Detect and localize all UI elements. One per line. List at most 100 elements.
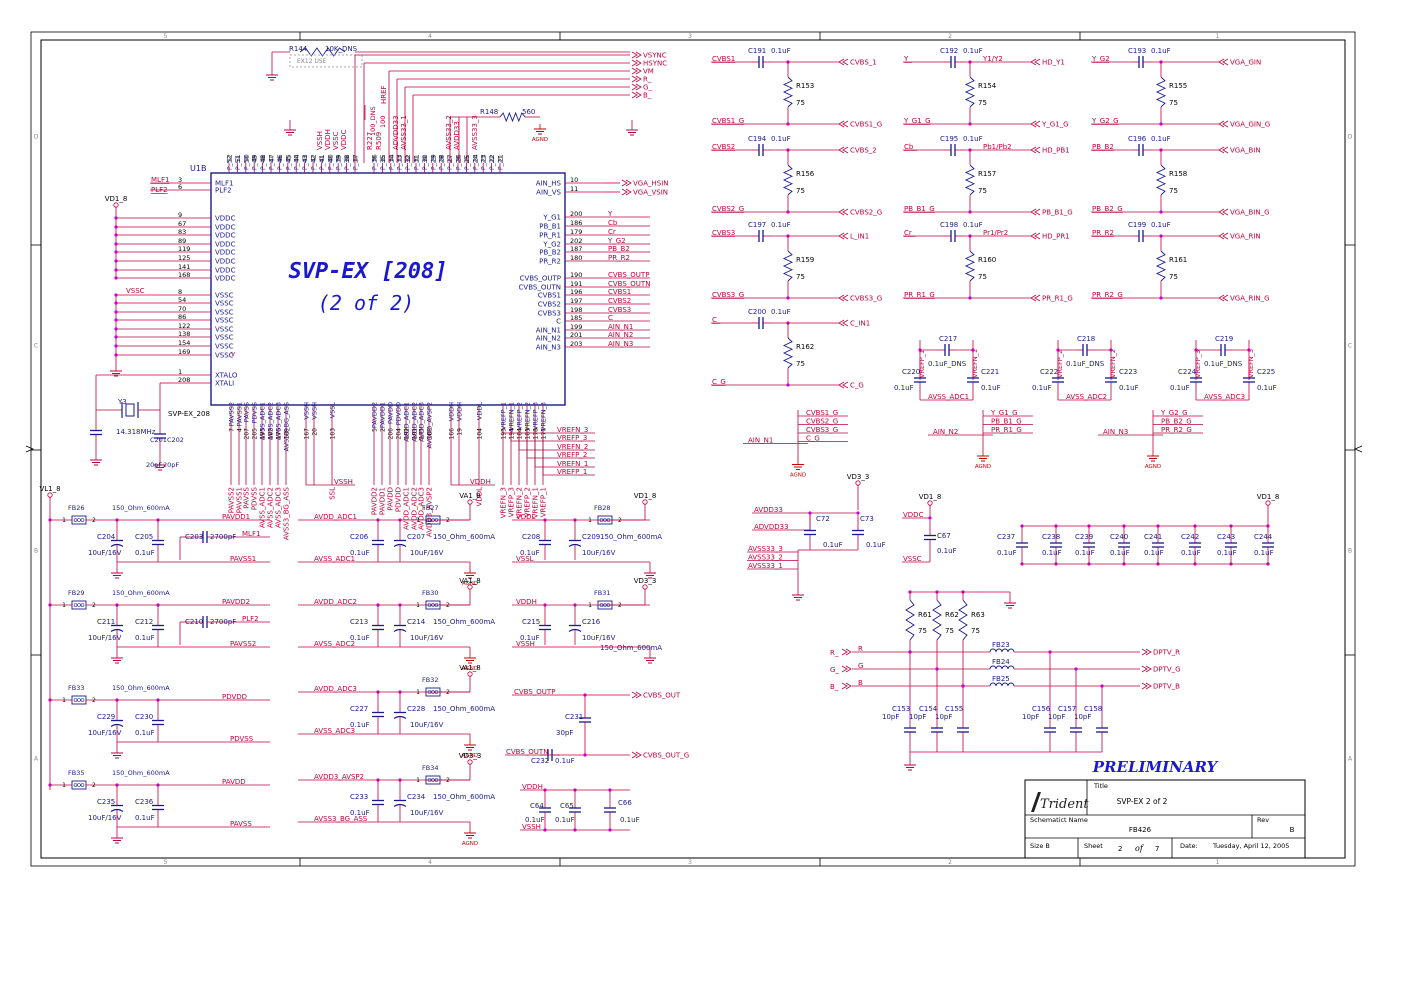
ic-pin-name: AVSS_ADC1 xyxy=(259,402,267,440)
offpage-connector: CVBS2_G xyxy=(850,209,882,217)
ic-pin-name: P_39 xyxy=(336,156,343,170)
resistor-ref: R61 xyxy=(918,611,932,619)
net-label: AVDD_ADC1 xyxy=(314,513,357,521)
junction-dot xyxy=(114,259,118,263)
offpage-connector: R_ xyxy=(643,76,652,84)
ic-pin-number: 206 xyxy=(388,428,395,440)
resistor-value: 75 xyxy=(978,273,987,281)
cap-ref: C205 xyxy=(135,533,153,541)
net-label: PAVSS2 xyxy=(228,487,236,513)
net-label: VREFN_1 xyxy=(532,487,540,518)
power-symbol: VA1_8 xyxy=(459,492,481,500)
frame-row-label: B xyxy=(1348,548,1352,555)
junction-dot xyxy=(1074,667,1078,671)
ic-pin-number: 190 xyxy=(570,271,582,279)
offpage-connector: PB_B1_G xyxy=(1042,209,1073,217)
net-label: PB_B2 xyxy=(1092,143,1114,151)
ic-pin-name: P_24 xyxy=(472,156,479,170)
ic-pin-number: 188 xyxy=(427,428,434,440)
ic-pin-number: 168 xyxy=(178,271,190,279)
ic-pin-name: VDDC xyxy=(215,241,236,249)
net-label: PAVSS2 xyxy=(230,640,256,648)
net-label: Cr_ xyxy=(904,229,916,237)
net-label: VDDH xyxy=(470,478,491,486)
ic-pin-number: 1 xyxy=(178,368,182,376)
offpage-connector: HD_Y1 xyxy=(1042,59,1065,67)
net-label: PLF2 xyxy=(242,615,259,623)
ic-pin-name: PB_B2 xyxy=(539,249,561,257)
ic-pin-number: 180 xyxy=(570,254,582,262)
ic-pin-number: 83 xyxy=(178,228,186,236)
ic-pin-name: VSSC xyxy=(215,334,234,342)
ic-pin-name: CVBS_OUTP xyxy=(520,275,561,283)
net-label: Cb xyxy=(608,219,618,227)
ic-pin-name: PAVSS1 xyxy=(236,402,244,426)
net-label: PB_B2_G xyxy=(1161,418,1192,426)
cap-ref: C234 xyxy=(407,793,426,801)
net-label: VSSH xyxy=(516,640,535,648)
ic-pin-name: VSSH xyxy=(303,402,311,420)
ic-pin-number: 186 xyxy=(570,219,582,227)
offpage-connector: L_IN1 xyxy=(850,233,869,241)
ic-ref: U1B xyxy=(190,164,206,173)
net-label: AVSS33_1 xyxy=(400,115,408,150)
cap-value: 0.1uF xyxy=(771,308,791,316)
frame-row-label: C xyxy=(34,343,38,350)
cap-value: 0.1uF xyxy=(1217,549,1237,557)
net-label: AVDD33 xyxy=(754,506,783,514)
ic-pin-number: 187 xyxy=(570,245,582,253)
ferrite-ref: FB25 xyxy=(992,675,1010,683)
cap-value: 0.1uF_DNS xyxy=(1204,360,1243,368)
cap-value: 0.1uF xyxy=(1042,549,1062,557)
ic-pin-number: 200 xyxy=(570,210,582,218)
label: 1 xyxy=(416,602,420,609)
ic-pin-number: 192 xyxy=(404,428,411,440)
junction-dot xyxy=(908,650,912,654)
resistor-value: 75 xyxy=(796,99,805,107)
frame-column-label: 4 xyxy=(428,859,432,866)
offpage-connector: VGA_BIN_G xyxy=(1230,209,1270,217)
junction-dot xyxy=(1159,122,1163,126)
net-label: CVBS1_G xyxy=(712,117,744,125)
offpage-connector: VGA_HSIN xyxy=(633,180,669,188)
net-label: PB_B2 xyxy=(608,245,630,253)
cap-ref: C207 xyxy=(407,533,425,541)
cap-ref: C213 xyxy=(350,618,368,626)
ferrite-ref: FB29 xyxy=(68,589,84,597)
ic-pin-number: 194 xyxy=(509,428,516,440)
ic-pin-name: PAVDD1 xyxy=(379,402,387,428)
date-label: Date: xyxy=(1180,842,1198,850)
ic-pin-number: 103 xyxy=(330,428,337,440)
ic-pin-name: AIN_VS xyxy=(536,189,561,197)
net-label: PAVDD1 xyxy=(379,487,387,515)
ic-pin-name: VREFP_3 xyxy=(532,402,540,430)
ic-pin-number: 189 xyxy=(284,428,291,440)
ic-pin-name: Y_G2 xyxy=(542,241,561,249)
net-label: VSSL xyxy=(516,555,534,563)
cap-value: 0.1uF xyxy=(1119,384,1139,392)
frame-column-label: 2 xyxy=(948,33,952,40)
cap-ref: C204 xyxy=(97,533,116,541)
cap-value: 0.1uF xyxy=(894,384,914,392)
ic-pin-number: 44 xyxy=(294,154,301,162)
ic-pin-number: 51 xyxy=(235,154,242,162)
ic-pin-number: 27 xyxy=(447,154,454,162)
net-label: AVDD3_AVSP2 xyxy=(426,487,434,537)
frame-column-label: 3 xyxy=(688,33,692,40)
agnd-label: AGND xyxy=(532,137,548,143)
ic-pin-number: 183 xyxy=(525,428,532,440)
net-label: AIN_N3 xyxy=(1103,428,1128,436)
resistor-ref: R159 xyxy=(796,256,814,264)
label: 1 xyxy=(416,517,420,524)
ic-pin-number: 67 xyxy=(178,220,186,228)
net-label: VREFN_2 xyxy=(516,487,524,518)
junction-dot xyxy=(786,122,790,126)
net-label: PDVDD xyxy=(395,487,403,512)
net-label: AVSS_ADC2 xyxy=(314,640,355,648)
cap-value: 0.1uF xyxy=(1144,549,1164,557)
ic-pin-number: 197 xyxy=(570,297,582,305)
cap-value: 0.1uF xyxy=(937,547,957,555)
resistor-value: 560 xyxy=(522,108,535,116)
cap-ref: C222 xyxy=(1040,368,1058,376)
cap-value: 2700pF xyxy=(210,618,236,626)
